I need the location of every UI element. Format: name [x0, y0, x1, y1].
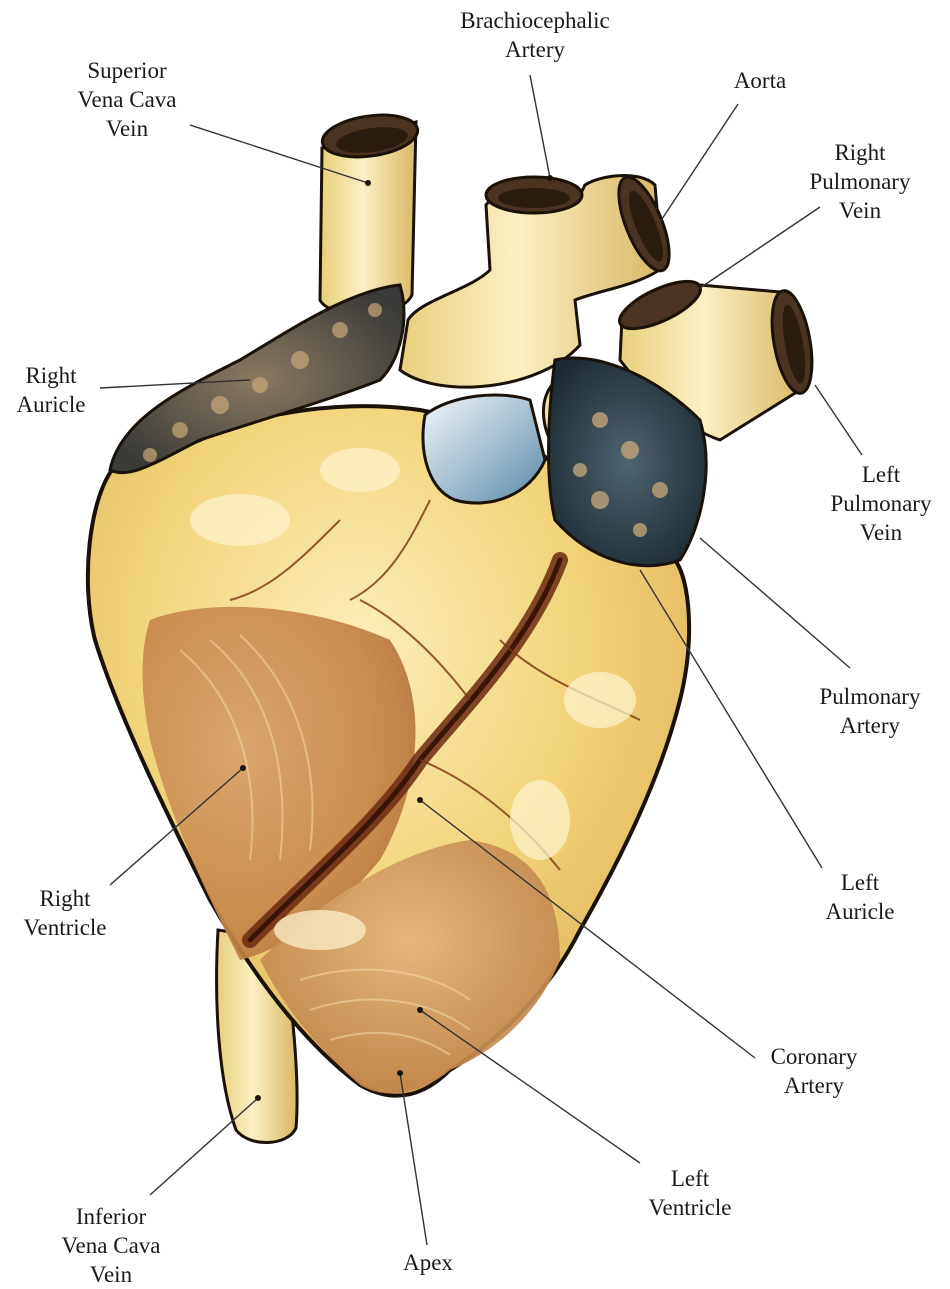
leader-apex [400, 1073, 427, 1245]
label-pulmonary-artery: Pulmonary Artery [800, 682, 940, 740]
label-right-auricle: Right Auricle [6, 361, 96, 419]
label-left-pulmonary-vein: Left Pulmonary Vein [816, 460, 946, 547]
label-coronary-artery: Coronary Artery [746, 1042, 882, 1100]
leader-left-ventricle [420, 1010, 640, 1163]
leader-inferior-vena-cava [150, 1098, 258, 1195]
leader-brachiocephalic [530, 75, 550, 178]
pulmonary-artery-trunk [423, 395, 545, 503]
label-apex: Apex [380, 1248, 476, 1277]
label-left-ventricle: Left Ventricle [630, 1164, 750, 1222]
label-right-ventricle: Right Ventricle [10, 884, 120, 942]
label-inferior-vena-cava: Inferior Vena Cava Vein [46, 1202, 176, 1289]
label-right-pulmonary-vein: Right Pulmonary Vein [800, 138, 920, 225]
label-superior-vena-cava: Superior Vena Cava Vein [62, 56, 192, 143]
leader-pulmonary-artery [700, 538, 850, 668]
leader-aorta [660, 104, 738, 222]
label-aorta: Aorta [705, 66, 815, 95]
label-left-auricle: Left Auricle [810, 868, 910, 926]
leader-left-pulmonary-vein [815, 385, 862, 455]
label-brachiocephalic-artery: Brachiocephalic Artery [440, 6, 630, 64]
